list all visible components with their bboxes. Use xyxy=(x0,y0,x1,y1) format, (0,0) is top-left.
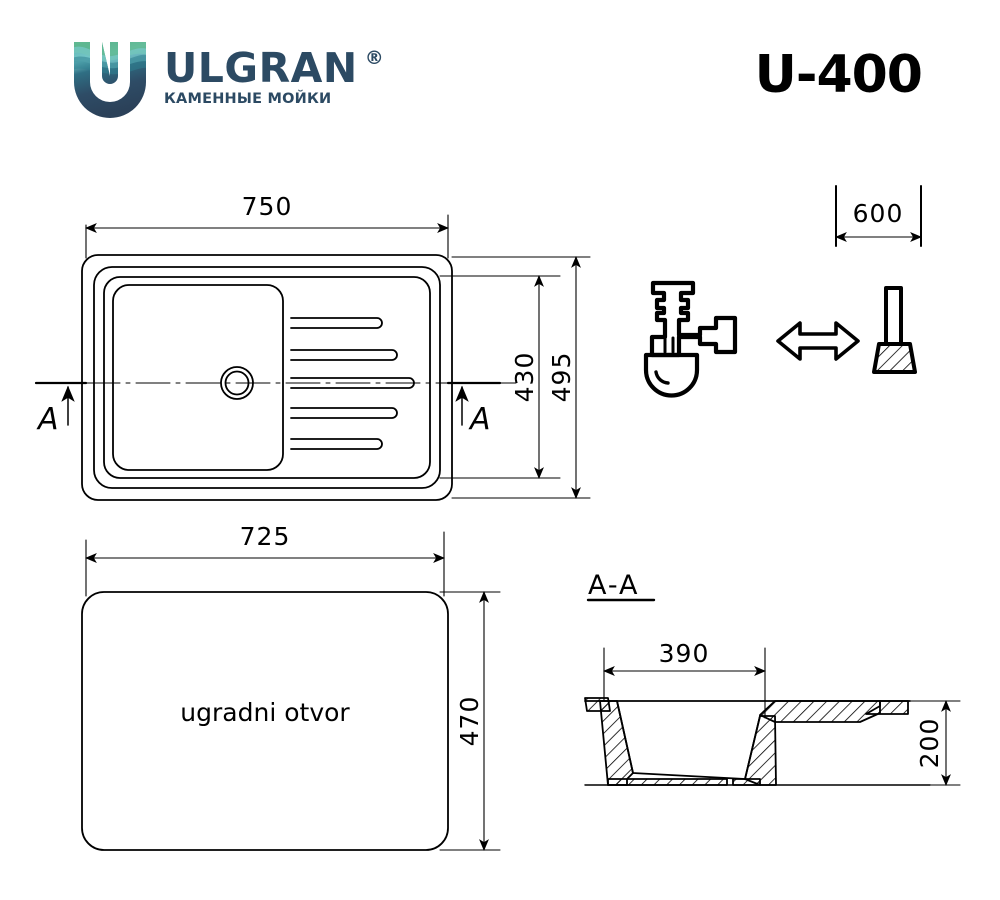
sink-recess-outline xyxy=(103,276,431,479)
pipe-stub-icon xyxy=(872,286,917,374)
section-marker-left xyxy=(34,381,88,426)
section-bowl-left-wall xyxy=(599,700,634,786)
section-letter-right: A xyxy=(468,402,491,437)
section-drainer-shelf xyxy=(759,700,881,723)
sink-bowl-outline xyxy=(112,284,284,471)
sink-outer-outline xyxy=(81,254,453,501)
cutout-outline xyxy=(81,591,449,851)
drainer-groove xyxy=(290,407,398,419)
page-title: U-400 xyxy=(754,45,923,105)
dim-label-390: 390 xyxy=(659,639,710,668)
section-view-label: A-A xyxy=(588,570,640,601)
brand-logo: ULGRAN ® КАМЕННЫЕ МОЙКИ xyxy=(72,38,384,118)
cutout-label: ugradni otvor xyxy=(180,698,350,727)
brand-name: ULGRAN xyxy=(164,44,358,93)
cutout-dimensions xyxy=(85,531,501,851)
siphon-icon xyxy=(643,280,738,398)
section-letter-left: A xyxy=(36,402,59,437)
page-header: ULGRAN ® КАМЕННЫЕ МОЙКИ U-400 xyxy=(0,0,1000,150)
drainer-groove xyxy=(290,317,383,329)
section-marker-right xyxy=(446,381,502,426)
ulgran-u-logo-icon xyxy=(72,38,150,118)
sink-rim-outline xyxy=(93,266,441,489)
dim-label-200: 200 xyxy=(915,718,944,769)
double-arrow-icon xyxy=(776,321,860,361)
registered-trademark-icon: ® xyxy=(364,47,384,70)
drainer-groove xyxy=(290,349,398,361)
section-bowl-right-wall xyxy=(744,715,777,786)
section-dimensions xyxy=(603,647,961,786)
section-bowl-bottom xyxy=(607,778,728,786)
clearance-dimensions xyxy=(835,185,922,247)
dim-label-495: 495 xyxy=(547,352,576,403)
dim-label-725: 725 xyxy=(240,522,291,551)
dim-label-430: 430 xyxy=(510,352,539,403)
brand-tagline: КАМЕННЫЕ МОЙКИ xyxy=(164,90,332,107)
section-a-a-view xyxy=(584,697,931,786)
drainer-groove xyxy=(290,438,383,450)
dim-label-470: 470 xyxy=(455,696,484,747)
cutout-view xyxy=(81,591,449,851)
sink-top-view xyxy=(35,254,517,501)
top-view-dimensions xyxy=(85,214,591,499)
dim-label-750: 750 xyxy=(242,192,293,221)
brand-wordmark: ULGRAN ® КАМЕННЫЕ МОЙКИ xyxy=(164,44,384,107)
section-bowl-inner-contour xyxy=(616,700,761,780)
dim-label-600: 600 xyxy=(853,199,904,228)
